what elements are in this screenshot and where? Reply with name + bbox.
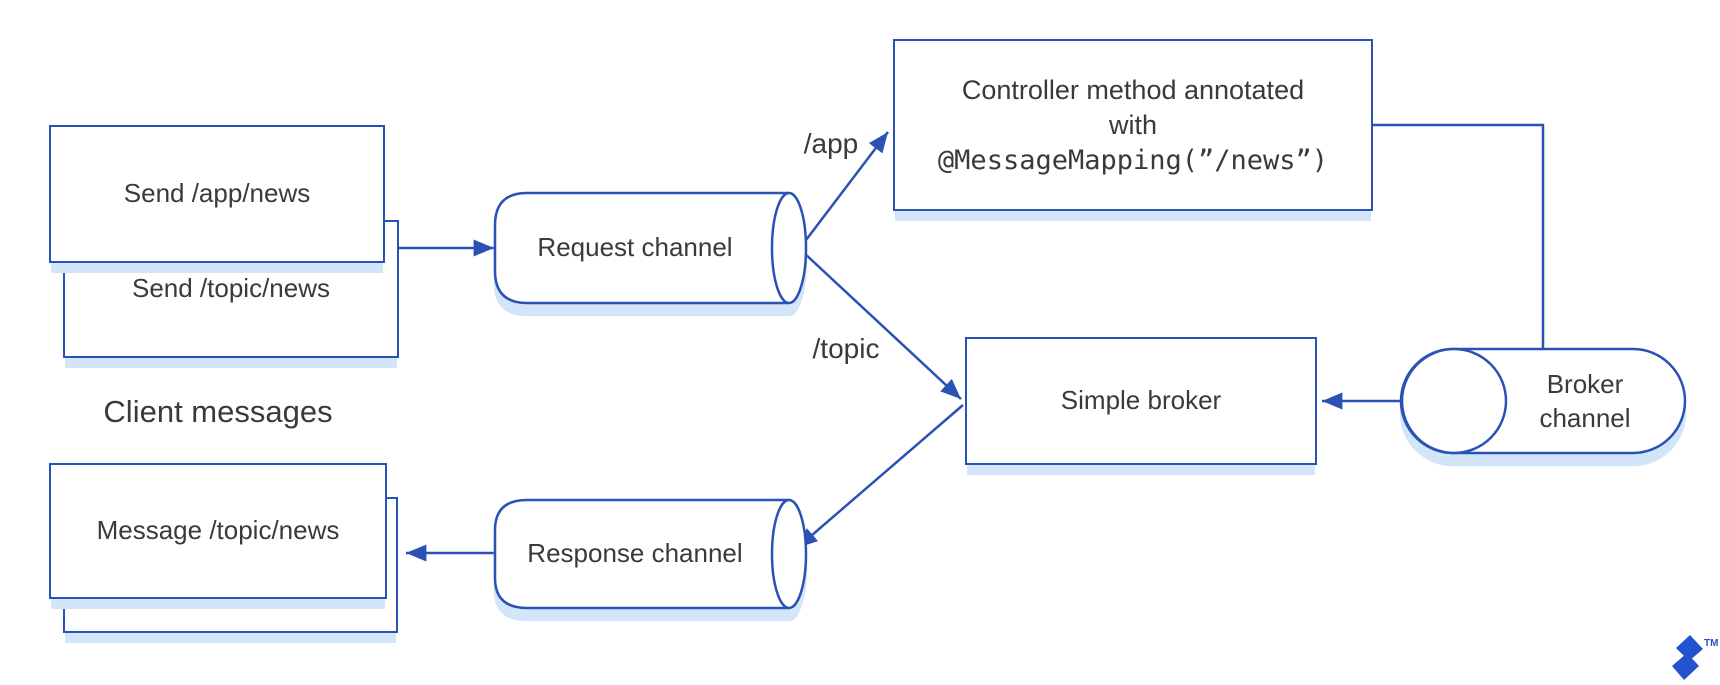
node-send-app-news: Send /app/news: [49, 125, 385, 263]
request-channel-cylinder: [493, 191, 808, 305]
toptal-logo-icon: TM: [1672, 635, 1718, 680]
broker-channel-label-line1: Broker: [1546, 369, 1624, 399]
simple-broker-label: Simple broker: [1060, 385, 1222, 416]
edge-label-topic: /topic: [812, 332, 880, 364]
response-channel-cylinder: [493, 498, 808, 610]
arrow-simple-broker-to-response-channel: [796, 404, 964, 549]
broker-channel-label: Broker channel: [1495, 349, 1675, 453]
arrow-request-to-simple-broker: [802, 251, 962, 400]
node-controller-method: Controller method annotated with @Messag…: [893, 39, 1373, 211]
message-topic-label: Message /topic/news: [96, 515, 340, 546]
broker-channel-label-line2: channel: [1539, 403, 1631, 433]
line-controller-to-broker-channel: [1373, 123, 1545, 348]
connector-lines: [399, 123, 1545, 562]
response-channel-label: Response channel: [527, 538, 743, 569]
broker-channel-cylinder: [1399, 347, 1687, 455]
controller-annotation-code: @MessageMapping(”/news”): [937, 144, 1329, 176]
node-simple-broker: Simple broker: [965, 337, 1317, 465]
request-channel-label: Request channel: [537, 232, 733, 263]
controller-label-line1: Controller method annotated: [961, 74, 1305, 105]
trademark-text: TM: [1704, 638, 1718, 649]
edge-label-app: /app: [803, 127, 859, 159]
client-messages-caption: Client messages: [103, 393, 333, 429]
node-message-topic-news: Message /topic/news: [49, 463, 387, 599]
send-app-label: Send /app/news: [123, 178, 311, 209]
send-topic-label: Send /topic/news: [131, 273, 330, 304]
controller-label-line2: with: [1108, 109, 1157, 140]
arrow-request-to-controller: [802, 131, 889, 245]
